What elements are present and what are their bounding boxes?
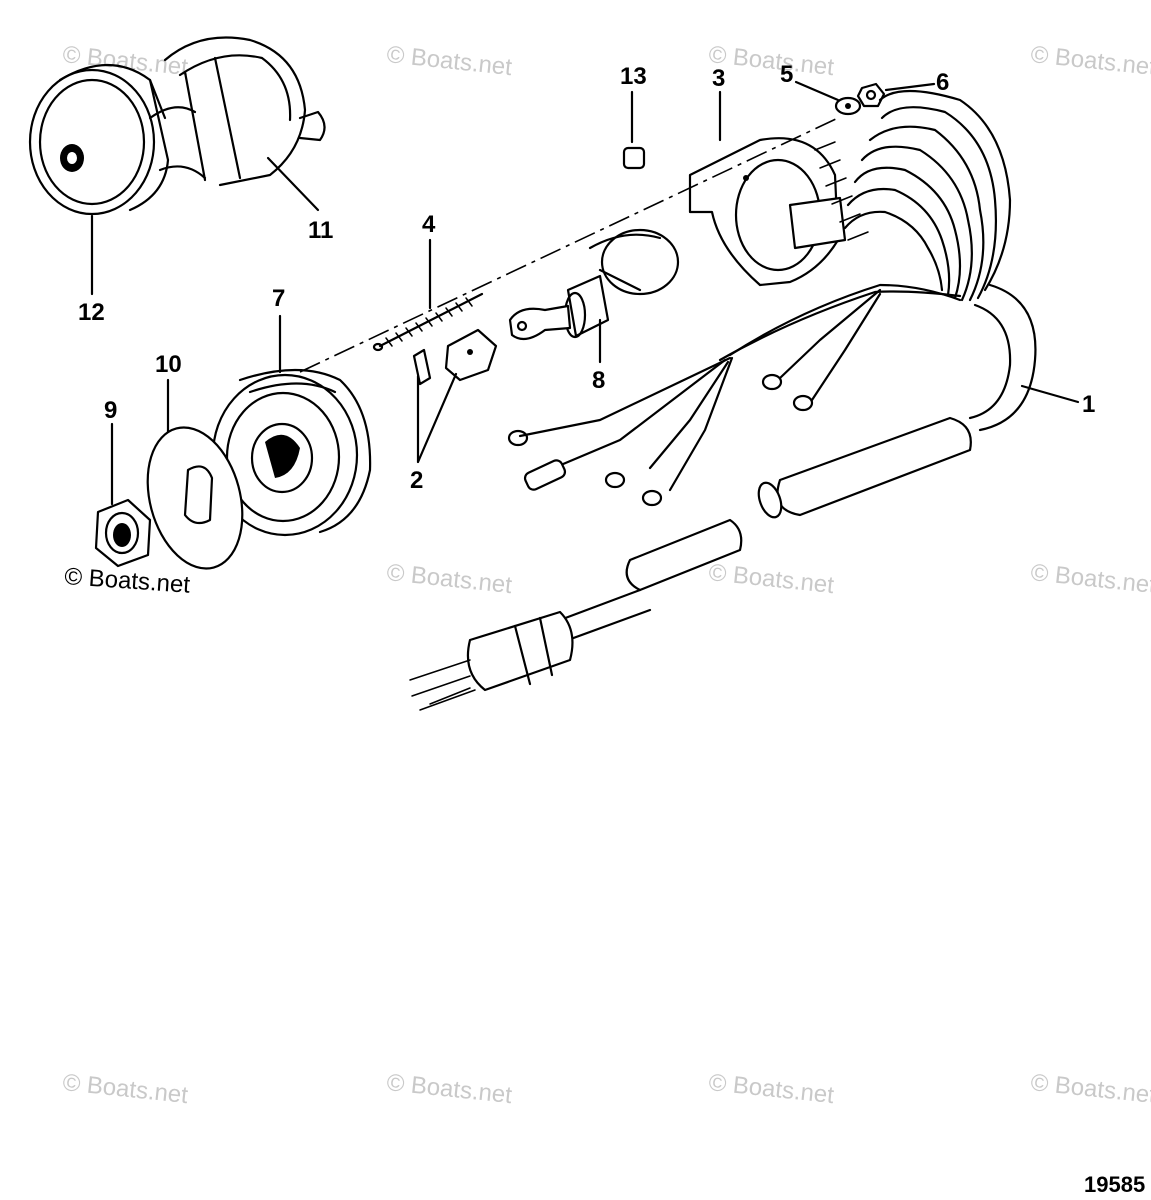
callout-2: 2 [410, 467, 423, 494]
part-10-plate [146, 426, 244, 570]
callout-3: 3 [712, 65, 725, 92]
leader-lines [90, 80, 1080, 506]
callout-12: 12 [78, 299, 105, 326]
watermark: © Boats.net [61, 1069, 189, 1109]
callout-13: 13 [620, 63, 647, 90]
watermark: © Boats.net [707, 559, 835, 599]
callout-10: 10 [155, 351, 182, 378]
callout-8: 8 [592, 367, 605, 394]
callout-5: 5 [780, 61, 793, 88]
figure-number: 19585 [1084, 1172, 1145, 1197]
part-12-cover [28, 64, 170, 216]
part-8-switch [508, 228, 680, 341]
callout-6: 6 [936, 69, 949, 96]
watermark: © Boats.net [385, 559, 513, 599]
part-13-nut [622, 146, 646, 170]
watermark: © Boats.net [1029, 559, 1151, 599]
callout-7: 7 [272, 285, 285, 312]
part-3-mount [688, 137, 847, 287]
watermark: © Boats.net [707, 41, 835, 81]
part-4-spring [372, 292, 484, 352]
watermark: © Boats.net [707, 1069, 835, 1109]
watermark: © Boats.net [385, 41, 513, 81]
callout-4: 4 [422, 211, 436, 238]
part-2-lock [412, 328, 498, 386]
callout-11: 11 [308, 217, 333, 244]
part-9-nut [94, 498, 152, 568]
watermark-group: © Boats.net © Boats.net © Boats.net © Bo… [61, 41, 1151, 1109]
part-5-washer [834, 96, 862, 116]
part-11-bracket [148, 36, 326, 187]
watermark-dark: © Boats.net [64, 563, 192, 599]
watermark: © Boats.net [1029, 1069, 1151, 1109]
callout-9: 9 [104, 397, 117, 424]
watermark: © Boats.net [385, 1069, 513, 1109]
callout-1: 1 [1082, 391, 1095, 418]
centerline [299, 117, 839, 373]
part-6-nut [856, 82, 886, 108]
watermark: © Boats.net [1029, 41, 1151, 81]
callout-labels: 1 2 3 4 5 6 7 8 9 10 11 12 13 [78, 61, 1095, 494]
wire-harness [409, 89, 1037, 711]
